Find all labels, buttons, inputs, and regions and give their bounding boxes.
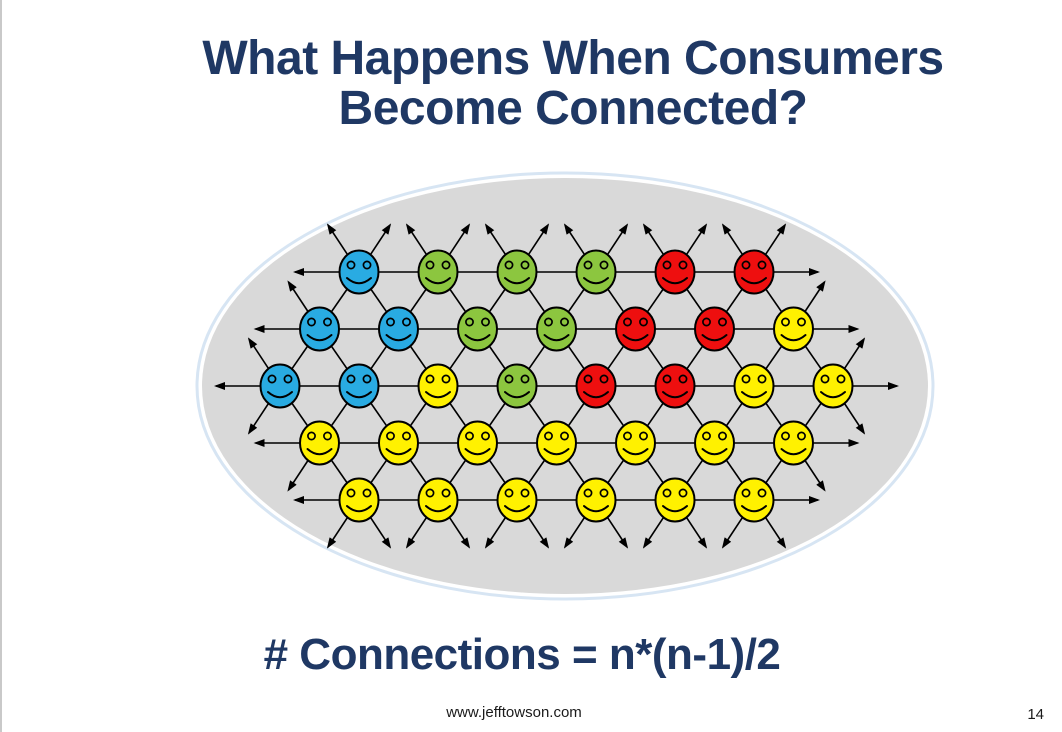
smiley-face-yellow: [615, 420, 656, 466]
smiley-face-green: [457, 306, 498, 352]
smiley-face-yellow: [654, 477, 696, 523]
slide-title: What Happens When Consumers Become Conne…: [92, 34, 1054, 134]
smiley-face-blue: [338, 363, 380, 409]
smiley-face-green: [575, 249, 617, 295]
smiley-face-yellow: [457, 420, 498, 466]
smiley-face-yellow: [536, 420, 577, 466]
page-number: 14: [1027, 706, 1044, 723]
smiley-face-green: [496, 363, 538, 409]
smiley-face-red: [654, 363, 696, 409]
smiley-face-green: [536, 306, 577, 352]
smiley-face-yellow: [733, 477, 775, 523]
slide-title-line1: What Happens When Consumers: [202, 32, 944, 85]
smiley-face-yellow: [812, 363, 854, 409]
smiley-face-yellow: [773, 306, 814, 352]
connections-formula: # Connections = n*(n-1)/2: [263, 630, 781, 679]
smiley-face-blue: [378, 306, 419, 352]
smiley-face-yellow: [338, 477, 380, 523]
smiley-face-blue: [338, 249, 380, 295]
smiley-face-yellow: [773, 420, 814, 466]
footer-url: www.jefftowson.com: [446, 704, 582, 721]
smiley-face-red: [575, 363, 617, 409]
smiley-face-yellow: [733, 363, 775, 409]
smiley-face-yellow: [575, 477, 617, 523]
smiley-face-red: [733, 249, 775, 295]
smiley-face-yellow: [496, 477, 538, 523]
smiley-face-yellow: [417, 477, 459, 523]
smiley-face-blue: [259, 363, 301, 409]
smiley-face-yellow: [694, 420, 735, 466]
smiley-face-red: [694, 306, 735, 352]
smiley-face-red: [654, 249, 696, 295]
smiley-face-yellow: [417, 363, 459, 409]
smiley-face-green: [496, 249, 538, 295]
slide-title-line2: Become Connected?: [338, 82, 808, 135]
smiley-face-yellow: [299, 420, 340, 466]
smiley-face-green: [417, 249, 459, 295]
smiley-face-blue: [299, 306, 340, 352]
smiley-face-yellow: [378, 420, 419, 466]
smiley-face-red: [615, 306, 656, 352]
